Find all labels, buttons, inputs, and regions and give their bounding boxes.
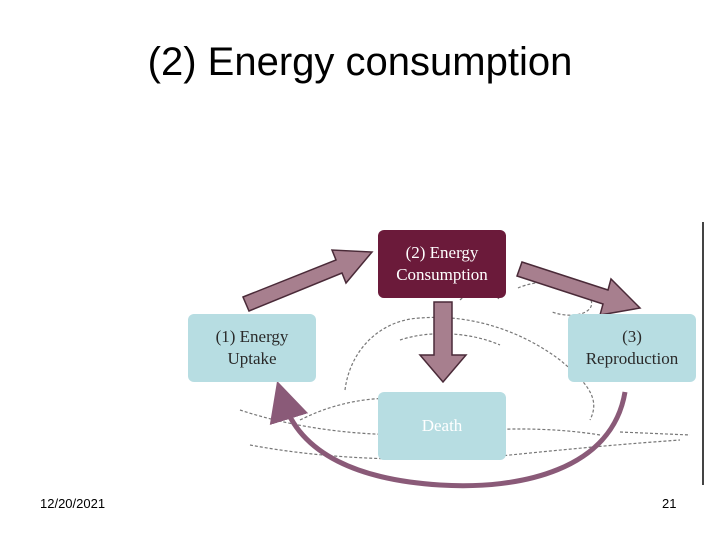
arrow-consumption-to-death <box>418 301 468 384</box>
arrow-reproduction-to-uptake <box>269 380 628 489</box>
node-death: Death <box>378 392 506 460</box>
slide-date: 12/20/2021 <box>40 496 106 511</box>
node-energy-uptake: (1) Energy Uptake <box>188 314 316 382</box>
node-energy-consumption: (2) Energy Consumption <box>378 230 506 298</box>
slide-title: (2) Energy consumption <box>147 40 573 84</box>
slide-page-number: 21 <box>662 496 677 511</box>
node-reproduction: (3) Reproduction <box>568 314 696 382</box>
arrow-consumption-to-reproduction <box>516 261 642 316</box>
arrow-uptake-to-consumption <box>242 249 374 312</box>
